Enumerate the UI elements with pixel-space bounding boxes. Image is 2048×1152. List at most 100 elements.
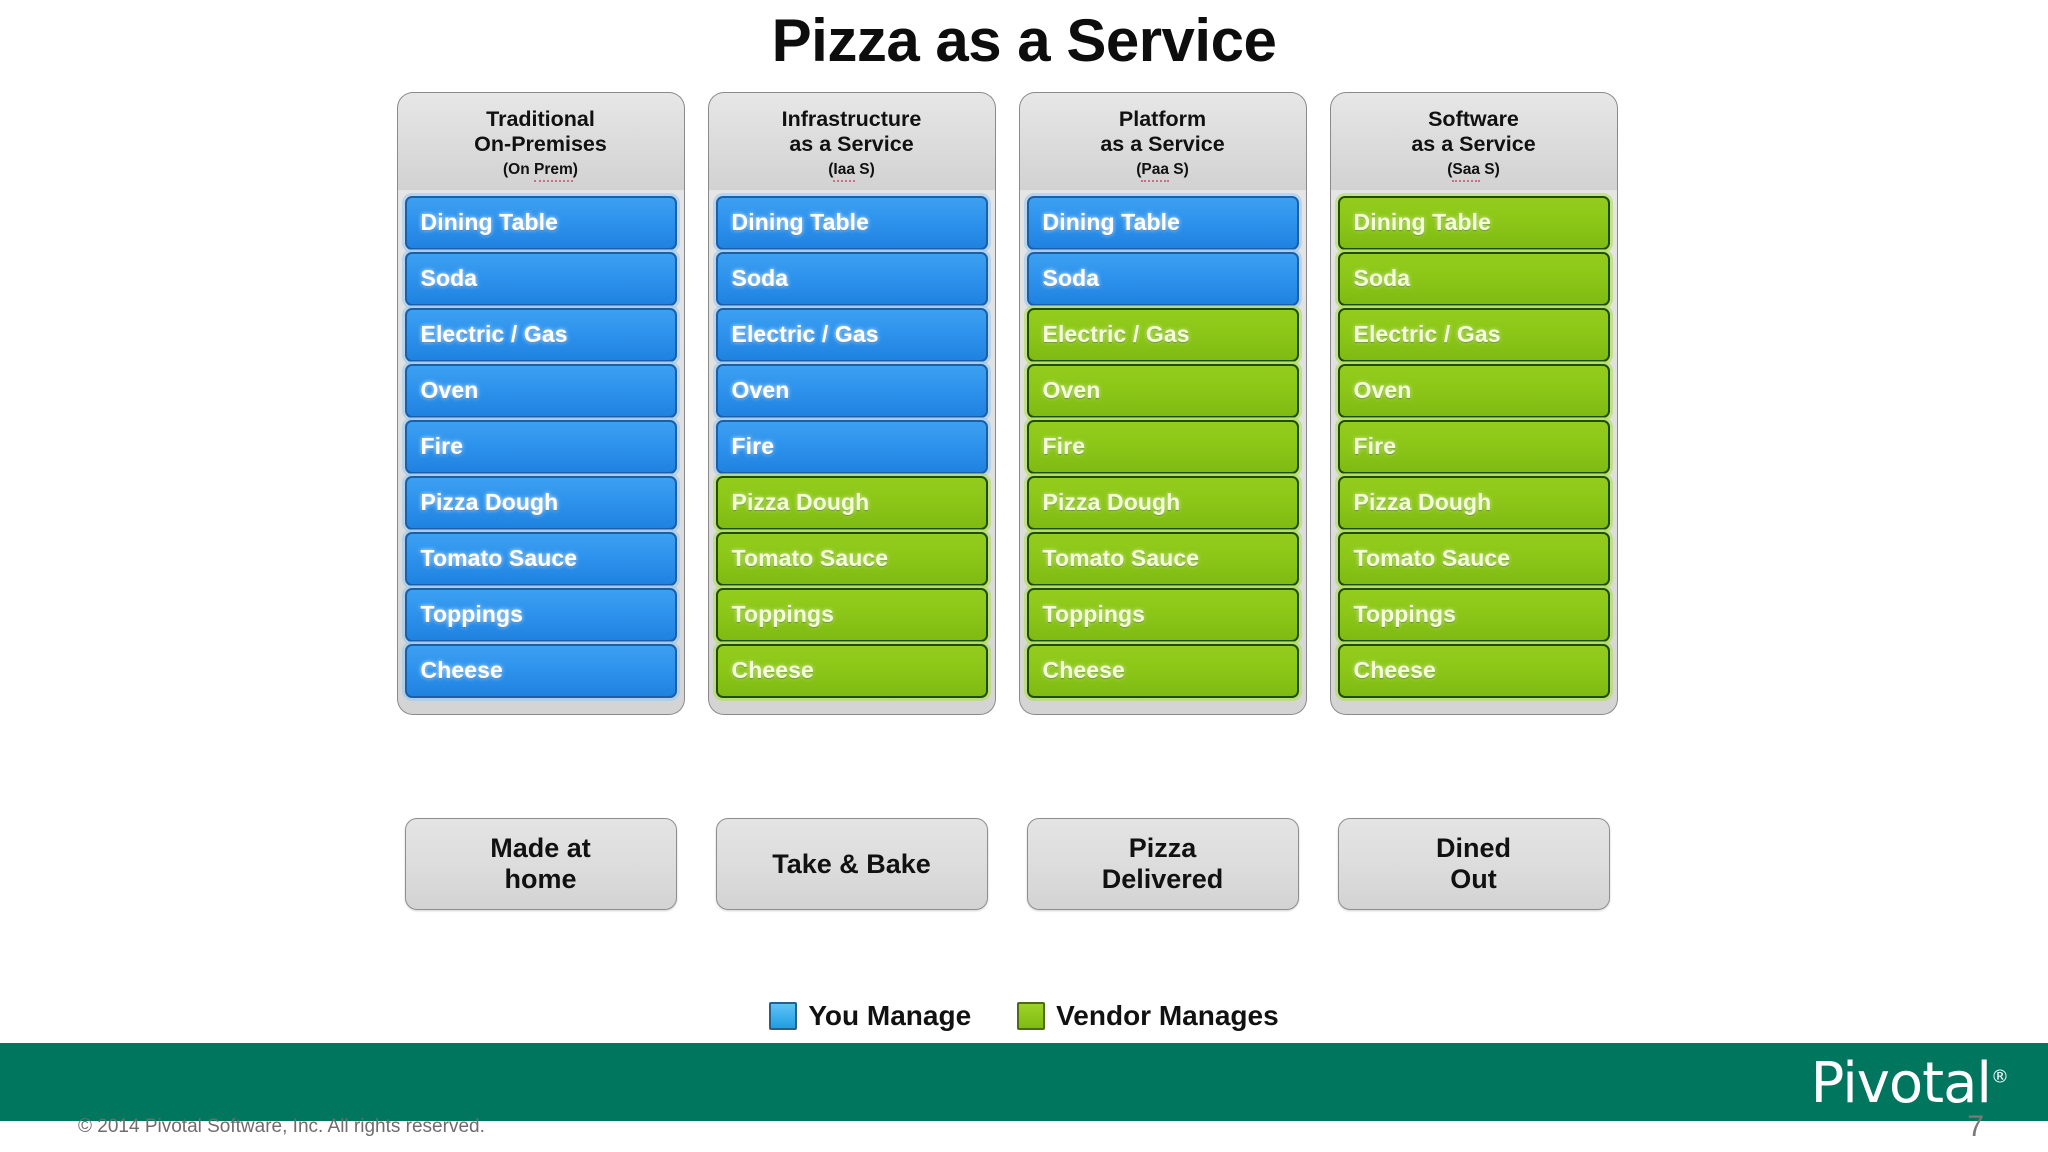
column-header-line2: as a Service: [789, 131, 914, 156]
legend-item: You Manage: [769, 1000, 971, 1032]
stack-item-label: Cheese: [731, 657, 814, 684]
stack-item: Tomato Sauce: [404, 531, 677, 586]
stack-item: Electric / Gas: [1026, 307, 1299, 362]
stack-item-label: Electric / Gas: [1042, 321, 1190, 348]
stack-item: Oven: [1026, 363, 1299, 418]
column-header-abbreviation: (Saa S): [1337, 159, 1611, 182]
registered-mark-icon: ®: [1991, 1066, 2009, 1088]
abbr-suffix: S): [1479, 160, 1500, 178]
stack-item: Toppings: [404, 587, 677, 642]
stack-item-label: Dining Table: [731, 209, 869, 236]
stack-item-label: Pizza Dough: [1353, 489, 1492, 516]
column-header-abbreviation: (On Prem): [404, 159, 678, 182]
stack-item-label: Tomato Sauce: [731, 545, 889, 572]
stack-item-label: Pizza Dough: [420, 489, 559, 516]
stack-item: Toppings: [715, 587, 988, 642]
stack-item-label: Pizza Dough: [731, 489, 870, 516]
stack-item: Cheese: [1026, 643, 1299, 698]
stack-item-label: Dining Table: [1353, 209, 1491, 236]
stack-item: Dining Table: [1026, 195, 1299, 250]
stack-item-label: Oven: [420, 377, 479, 404]
copyright-text: © 2014 Pivotal Software, Inc. All rights…: [78, 1116, 485, 1137]
stack-item-label: Toppings: [1353, 601, 1457, 628]
stack-item: Pizza Dough: [1026, 475, 1299, 530]
column-header-line1: Infrastructure: [781, 107, 922, 131]
column-header-abbreviation: (Iaa S): [715, 159, 989, 182]
stack-item: Soda: [715, 251, 988, 306]
stack-item: Dining Table: [404, 195, 677, 250]
stack-item: Soda: [1026, 251, 1299, 306]
abbr-word: Prem: [534, 161, 573, 182]
stack-item-label: Pizza Dough: [1042, 489, 1181, 516]
stack-item-label: Fire: [731, 433, 775, 460]
stack-item-label: Toppings: [420, 601, 524, 628]
abbr-prefix: (: [828, 160, 834, 178]
stack-item: Cheese: [715, 643, 988, 698]
column-header-line1: Traditional: [486, 107, 595, 131]
stack-item-label: Oven: [1353, 377, 1412, 404]
stack-item: Tomato Sauce: [1337, 531, 1610, 586]
stack-item: Tomato Sauce: [1026, 531, 1299, 586]
stack-item-label: Tomato Sauce: [1042, 545, 1200, 572]
abbr-prefix: (On: [503, 160, 535, 178]
caption-line1: Dined: [1435, 833, 1511, 864]
stack-item: Soda: [404, 251, 677, 306]
abbr-suffix: S): [854, 160, 875, 178]
column-header-line2: as a Service: [1411, 131, 1536, 156]
stack-item-label: Fire: [1353, 433, 1397, 460]
stack-item: Electric / Gas: [1337, 307, 1610, 362]
stack-item: Oven: [715, 363, 988, 418]
abbr-word: Iaa: [833, 161, 855, 182]
stack-item: Dining Table: [1337, 195, 1610, 250]
stack-item: Pizza Dough: [715, 475, 988, 530]
column-header-line2: as a Service: [1100, 131, 1225, 156]
abbr-suffix: ): [572, 160, 578, 178]
stack-item-label: Toppings: [1042, 601, 1146, 628]
stack-item-label: Soda: [731, 265, 789, 292]
abbr-prefix: (: [1447, 160, 1453, 178]
column-header-abbreviation: (Paa S): [1026, 159, 1300, 182]
stack-item: Fire: [1026, 419, 1299, 474]
stack-item: Pizza Dough: [404, 475, 677, 530]
stack-item: Electric / Gas: [404, 307, 677, 362]
stack-item: Cheese: [1337, 643, 1610, 698]
stack-item: Cheese: [404, 643, 677, 698]
abbr-word: Saa: [1452, 161, 1480, 182]
stack-item-label: Oven: [731, 377, 790, 404]
abbr-word: Paa: [1141, 161, 1169, 182]
stack-item-label: Electric / Gas: [1353, 321, 1501, 348]
stack-item-label: Soda: [420, 265, 478, 292]
stack-item-label: Soda: [1042, 265, 1100, 292]
stack-item-label: Tomato Sauce: [420, 545, 578, 572]
abbr-prefix: (: [1136, 160, 1142, 178]
stack-item: Fire: [404, 419, 677, 474]
pivotal-logo: Pivotal®: [1811, 1051, 2009, 1116]
caption-line2: Out: [1450, 864, 1497, 894]
stack-item: Toppings: [1337, 587, 1610, 642]
stack-item-label: Fire: [420, 433, 464, 460]
caption-slot: Take & Bake: [696, 818, 1007, 910]
caption-line2: Delivered: [1101, 864, 1224, 894]
stack-item-label: Oven: [1042, 377, 1101, 404]
caption-line1: Made at: [490, 833, 591, 864]
stack-item: Electric / Gas: [715, 307, 988, 362]
stack-item: Soda: [1337, 251, 1610, 306]
